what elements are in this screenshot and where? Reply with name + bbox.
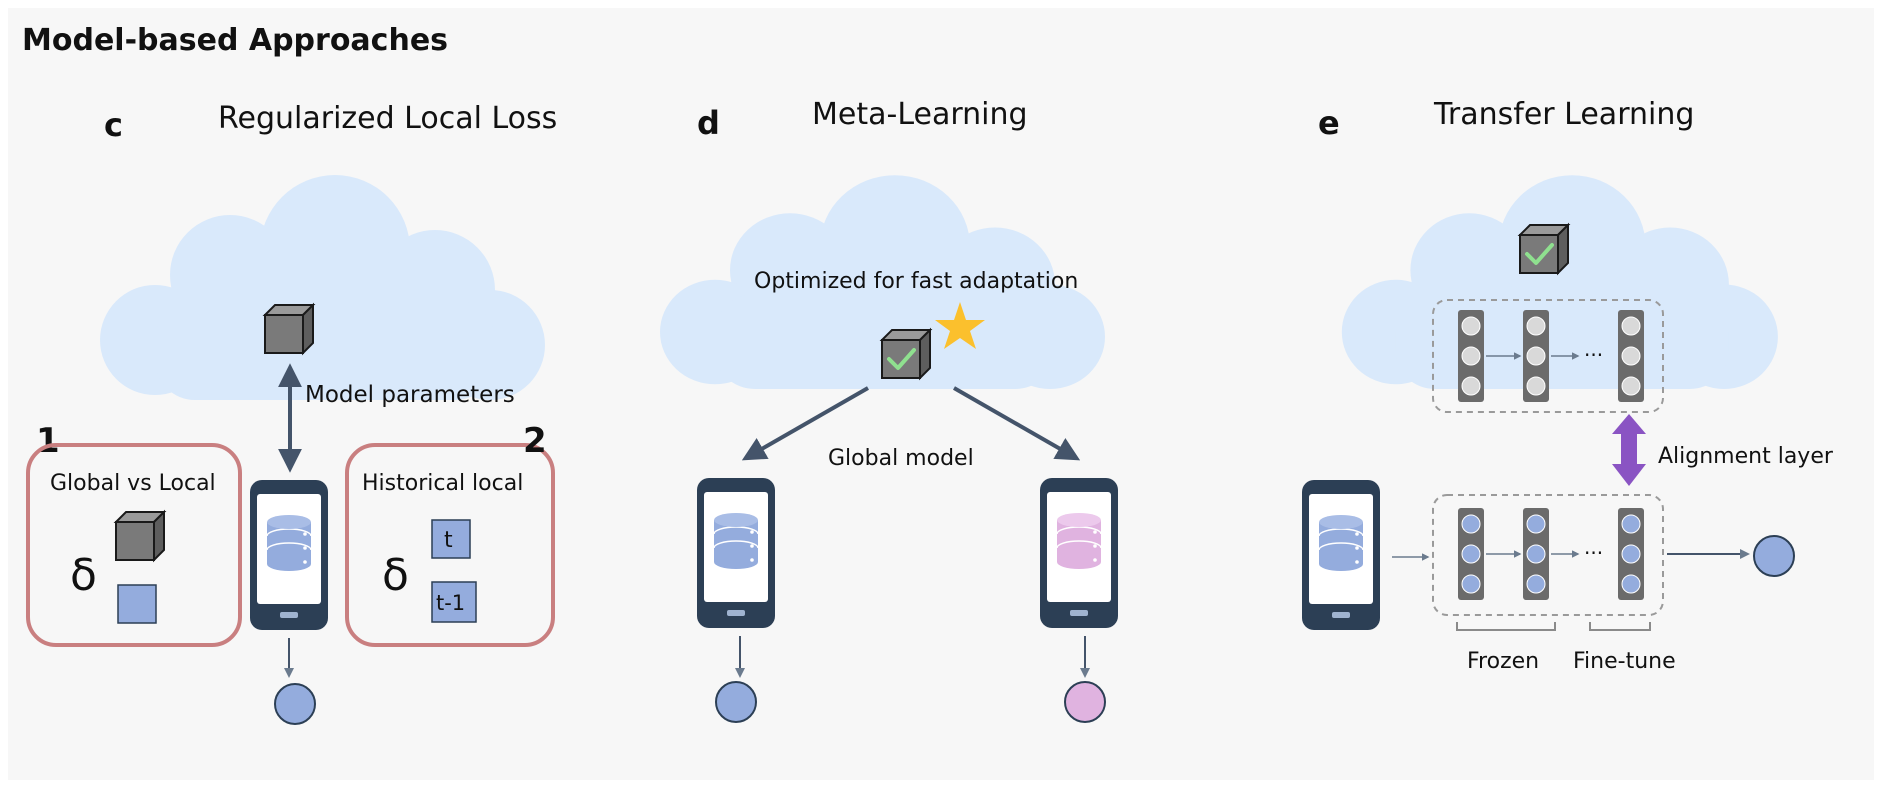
panel-d-letter: d [697,104,720,142]
target-layer-2 [1522,507,1550,601]
figure-heading: Model-based Approaches [22,23,448,58]
historical-local-box [345,443,555,647]
box2-number: 2 [523,421,547,461]
source-layer-1 [1457,309,1485,403]
pretrained-model-cube [1518,223,1570,275]
finetune-bracket [1589,622,1651,631]
target-database-icon [1318,514,1364,572]
target-layer-1 [1457,507,1485,601]
global-model-label: Global model [828,446,974,471]
target-layer-3 [1617,507,1645,601]
panel-e-letter: e [1318,104,1340,142]
global-model-arrow-right [953,386,1081,461]
timestep-t-label: t [444,528,453,553]
client-database-icon [266,514,312,572]
source-network-box [1432,299,1664,413]
delta-symbol-2: δ [382,550,409,601]
global-model-cube [264,304,314,354]
finetune-label: Fine-tune [1573,649,1676,674]
alignment-layer-arrow [1612,414,1646,486]
left-output-node [715,681,757,723]
panel-c-letter: c [104,106,123,144]
meta-model-cube [880,328,932,380]
panel-d: d Meta-Learning Optimized for fast adapt… [660,97,1118,723]
panel-c-title: Regularized Local Loss [218,101,557,136]
alignment-layer-label: Alignment layer [1658,444,1834,469]
source-layer-3 [1617,309,1645,403]
panel-e-title: Transfer Learning [1433,97,1694,132]
timestep-t-square [431,519,471,559]
panel-e-cloud [1341,175,1778,389]
personalized-output-node [274,683,316,725]
global-model-arrow-left [741,386,869,461]
fast-adaptation-label: Optimized for fast adaptation [754,269,1078,294]
local-square [117,584,157,624]
client-database-icon-left [713,512,759,570]
target-network-box [1432,494,1664,616]
client-database-icon-right [1056,512,1102,570]
star-icon [935,302,985,349]
target-output-node [1753,535,1795,577]
panel-e: e Transfer Learning ··· Alignment layer [1302,97,1834,674]
delta-symbol-1: δ [70,550,97,601]
panel-c: c Regularized Local Loss Model parameter… [26,101,557,725]
panel-d-title: Meta-Learning [812,97,1028,132]
model-parameters-label: Model parameters [305,382,515,408]
right-output-node [1064,681,1106,723]
frozen-label: Frozen [1467,649,1539,674]
timestep-t-minus-1-label: t-1 [436,591,465,615]
global-vs-local-box [26,443,242,647]
source-layer-2 [1522,309,1550,403]
frozen-bracket [1456,622,1556,631]
timestep-t-minus-1-square [431,581,477,623]
historical-local-label: Historical local [362,471,523,496]
panel-c-cloud [100,175,545,400]
global-cube [115,511,165,561]
source-ellipsis: ··· [1584,343,1603,367]
global-vs-local-label: Global vs Local [50,471,216,496]
target-ellipsis: ··· [1584,541,1603,565]
box1-number: 1 [36,421,60,461]
